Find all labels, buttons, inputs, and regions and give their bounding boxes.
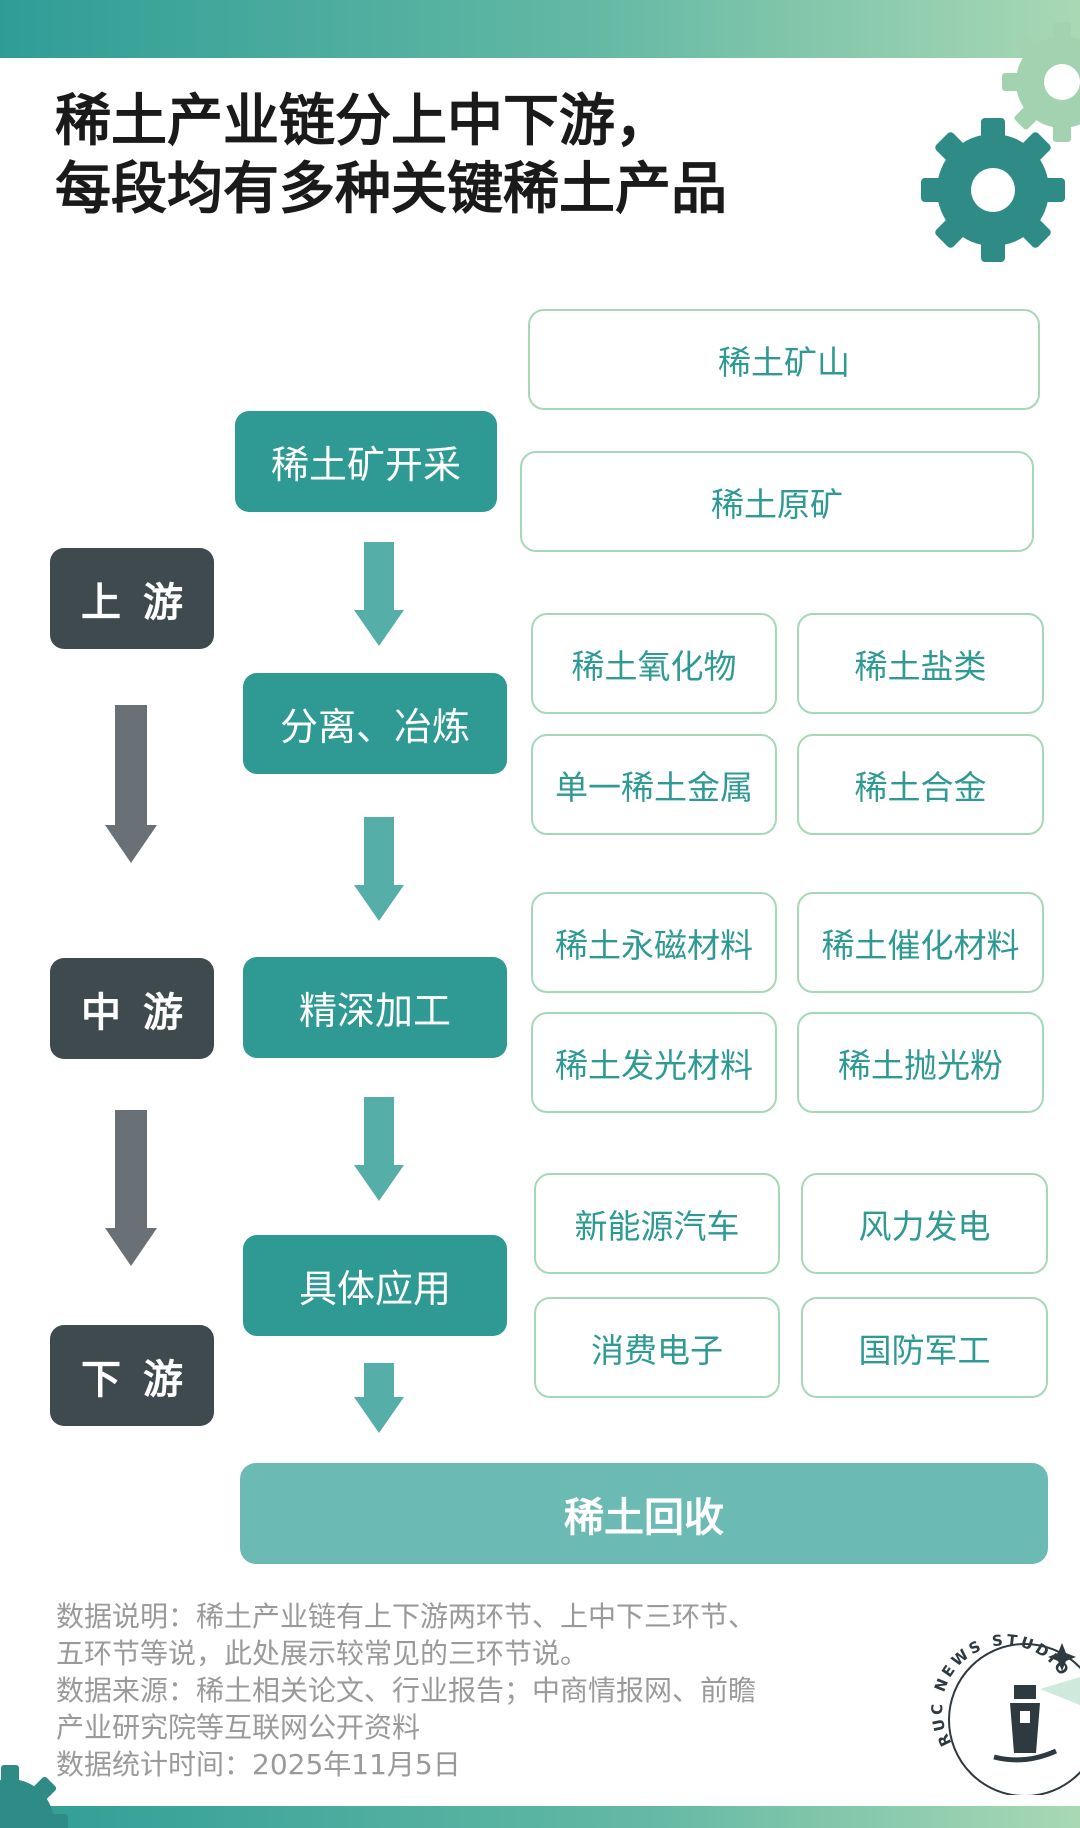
product-box: 稀土矿山 (528, 309, 1040, 410)
product-box: 稀土发光材料 (531, 1012, 777, 1113)
studio-logo: RUC NEWS STUDIO (930, 1631, 1080, 1795)
notes-line: 数据统计时间：2025年11月5日 (56, 1748, 461, 1781)
data-notes: 数据说明：稀土产业链有上下游两环节、上中下三环节、 五环节等说，此处展示较常见的… (56, 1598, 816, 1783)
notes-line: 数据说明：稀土产业链有上下游两环节、上中下三环节、 (56, 1600, 757, 1633)
notes-line: 产业研究院等互联网公开资料 (56, 1711, 421, 1744)
product-box: 稀土原矿 (520, 451, 1034, 552)
step-application: 具体应用 (243, 1235, 507, 1336)
product-box: 风力发电 (801, 1173, 1048, 1274)
page-title: 稀土产业链分上中下游， 每段均有多种关键稀土产品 (55, 88, 815, 224)
step-arrow-down-icon (354, 1097, 404, 1201)
notes-line: 五环节等说，此处展示较常见的三环节说。 (56, 1637, 589, 1670)
step-arrow-down-icon (354, 1363, 404, 1433)
stage-downstream: 下游 (50, 1325, 214, 1426)
step-arrow-down-icon (354, 542, 404, 646)
stage-arrow-down-icon (105, 1110, 157, 1266)
product-box: 新能源汽车 (534, 1173, 780, 1274)
top-gradient-bar (0, 0, 1080, 58)
product-box: 单一稀土金属 (531, 734, 777, 835)
notes-line: 数据来源：稀土相关论文、行业报告；中商情报网、前瞻 (56, 1674, 757, 1707)
product-box: 国防军工 (801, 1297, 1048, 1398)
product-box: 稀土盐类 (797, 613, 1044, 714)
step-recycling: 稀土回收 (240, 1463, 1048, 1564)
step-arrow-down-icon (354, 817, 404, 921)
stage-midstream: 中游 (50, 958, 214, 1059)
step-mining: 稀土矿开采 (235, 411, 497, 512)
product-box: 稀土催化材料 (797, 892, 1044, 993)
bottom-gradient-bar (0, 1806, 1080, 1828)
product-box: 消费电子 (534, 1297, 780, 1398)
title-line-1: 稀土产业链分上中下游， (55, 89, 671, 154)
stage-upstream: 上游 (50, 548, 214, 649)
product-box: 稀土抛光粉 (797, 1012, 1044, 1113)
gear-dark-icon (921, 118, 1065, 262)
step-separation: 分离、冶炼 (243, 673, 507, 774)
gear-light-icon (1002, 22, 1080, 142)
stage-arrow-down-icon (105, 705, 157, 863)
product-box: 稀土永磁材料 (531, 892, 777, 993)
title-line-2: 每段均有多种关键稀土产品 (55, 157, 727, 222)
product-box: 稀土氧化物 (531, 613, 777, 714)
product-box: 稀土合金 (797, 734, 1044, 835)
step-processing: 精深加工 (243, 957, 507, 1058)
